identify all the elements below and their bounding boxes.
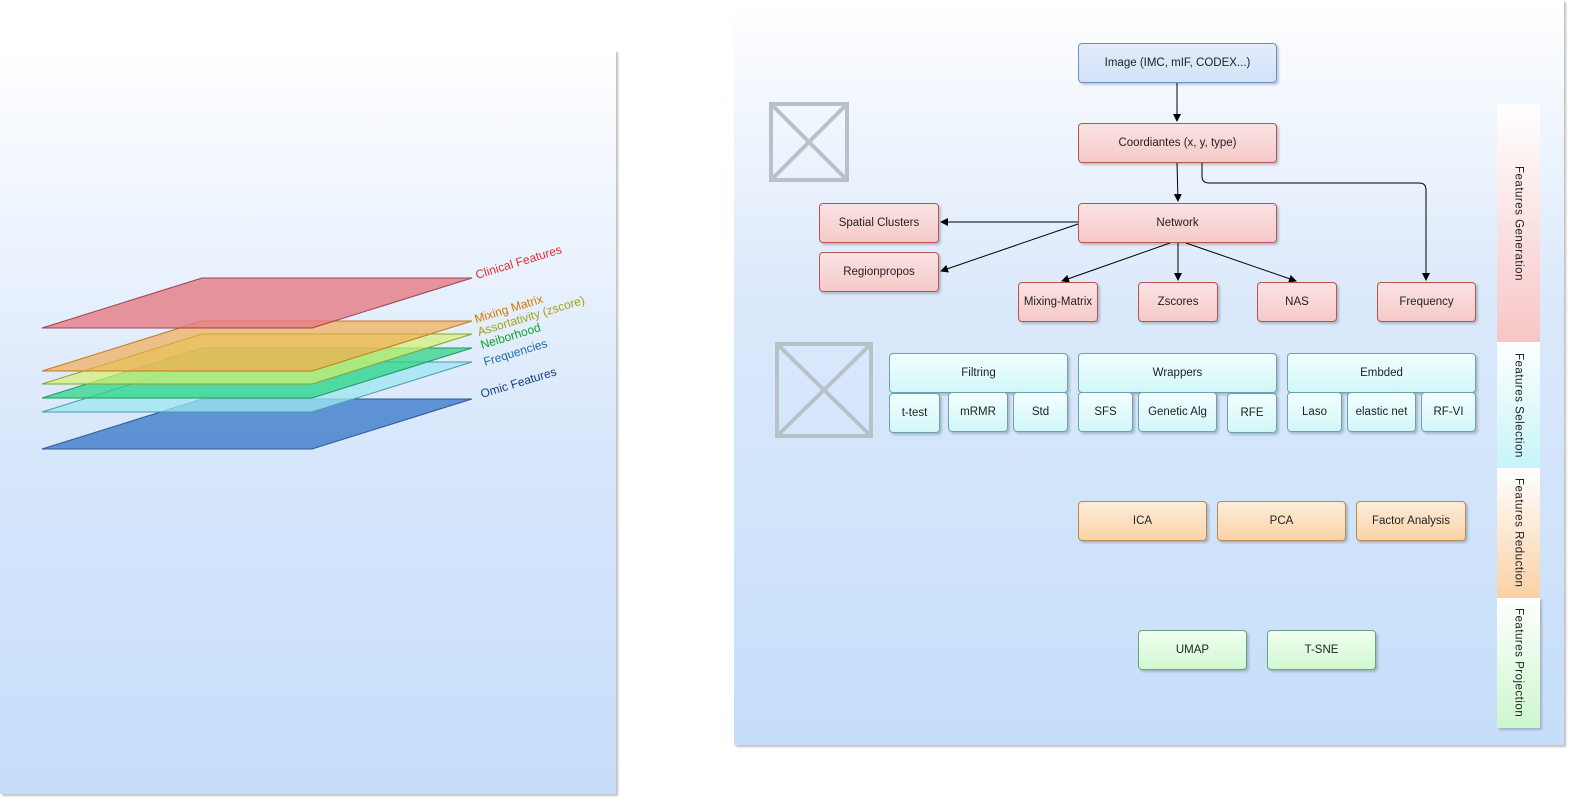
edge-coordinates-frequency xyxy=(1201,163,1430,281)
rf-vi-node: RF-VI xyxy=(1421,392,1476,432)
edge-network-mixing xyxy=(1061,242,1171,283)
edge-network-nas xyxy=(1185,242,1297,283)
band-generation: Features Generation xyxy=(1497,104,1540,342)
std-node: Std xyxy=(1013,392,1068,432)
tsne-node: T-SNE xyxy=(1267,630,1376,670)
band-selection: Features Selection xyxy=(1497,342,1540,468)
ica-node: ICA xyxy=(1078,501,1207,541)
band-projection-label: Features Projection xyxy=(1512,608,1525,718)
image-placeholder-icon xyxy=(769,102,849,182)
genetic-alg-node: Genetic Alg xyxy=(1138,392,1217,432)
image-node: Image (IMC, mIF, CODEX...) xyxy=(1078,43,1277,83)
image-placeholder-icon-2 xyxy=(775,342,873,438)
coordinates-node: Coordiantes (x, y, type) xyxy=(1078,123,1277,163)
ttest-node: t-test xyxy=(889,393,940,433)
embded-node: Embded xyxy=(1287,353,1476,393)
factor-analysis-node: Factor Analysis xyxy=(1356,501,1466,541)
mrmr-node: mRMR xyxy=(948,392,1008,432)
nas-node: NAS xyxy=(1257,282,1337,322)
band-reduction-label: Features Reduction xyxy=(1512,478,1525,588)
network-node: Network xyxy=(1078,203,1277,243)
spatial-clusters-node: Spatial Clusters xyxy=(819,203,939,243)
rfe-node: RFE xyxy=(1227,393,1277,433)
laso-node: Laso xyxy=(1287,392,1342,432)
zscores-node: Zscores xyxy=(1138,282,1218,322)
band-reduction: Features Reduction xyxy=(1497,468,1540,598)
sfs-node: SFS xyxy=(1078,392,1133,432)
mixing-layer xyxy=(41,320,473,372)
filtring-node: Filtring xyxy=(889,353,1068,393)
edge-coordinates-network xyxy=(1173,162,1182,202)
frequency-node: Frequency xyxy=(1377,282,1476,322)
band-selection-label: Features Selection xyxy=(1512,352,1525,458)
band-projection: Features Projection xyxy=(1497,598,1540,728)
regionpropos-node: Regionpropos xyxy=(819,252,939,292)
wrappers-node: Wrappers xyxy=(1078,353,1277,393)
mixing-matrix-node: Mixing-Matrix xyxy=(1018,282,1098,322)
band-generation-label: Features Generation xyxy=(1512,165,1525,281)
omic-layer xyxy=(41,398,473,450)
elastic-net-node: elastic net xyxy=(1347,392,1416,432)
clinical-layer xyxy=(41,277,473,329)
edge-network-regionpropos xyxy=(940,223,1079,273)
pca-node: PCA xyxy=(1217,501,1346,541)
umap-node: UMAP xyxy=(1138,630,1247,670)
